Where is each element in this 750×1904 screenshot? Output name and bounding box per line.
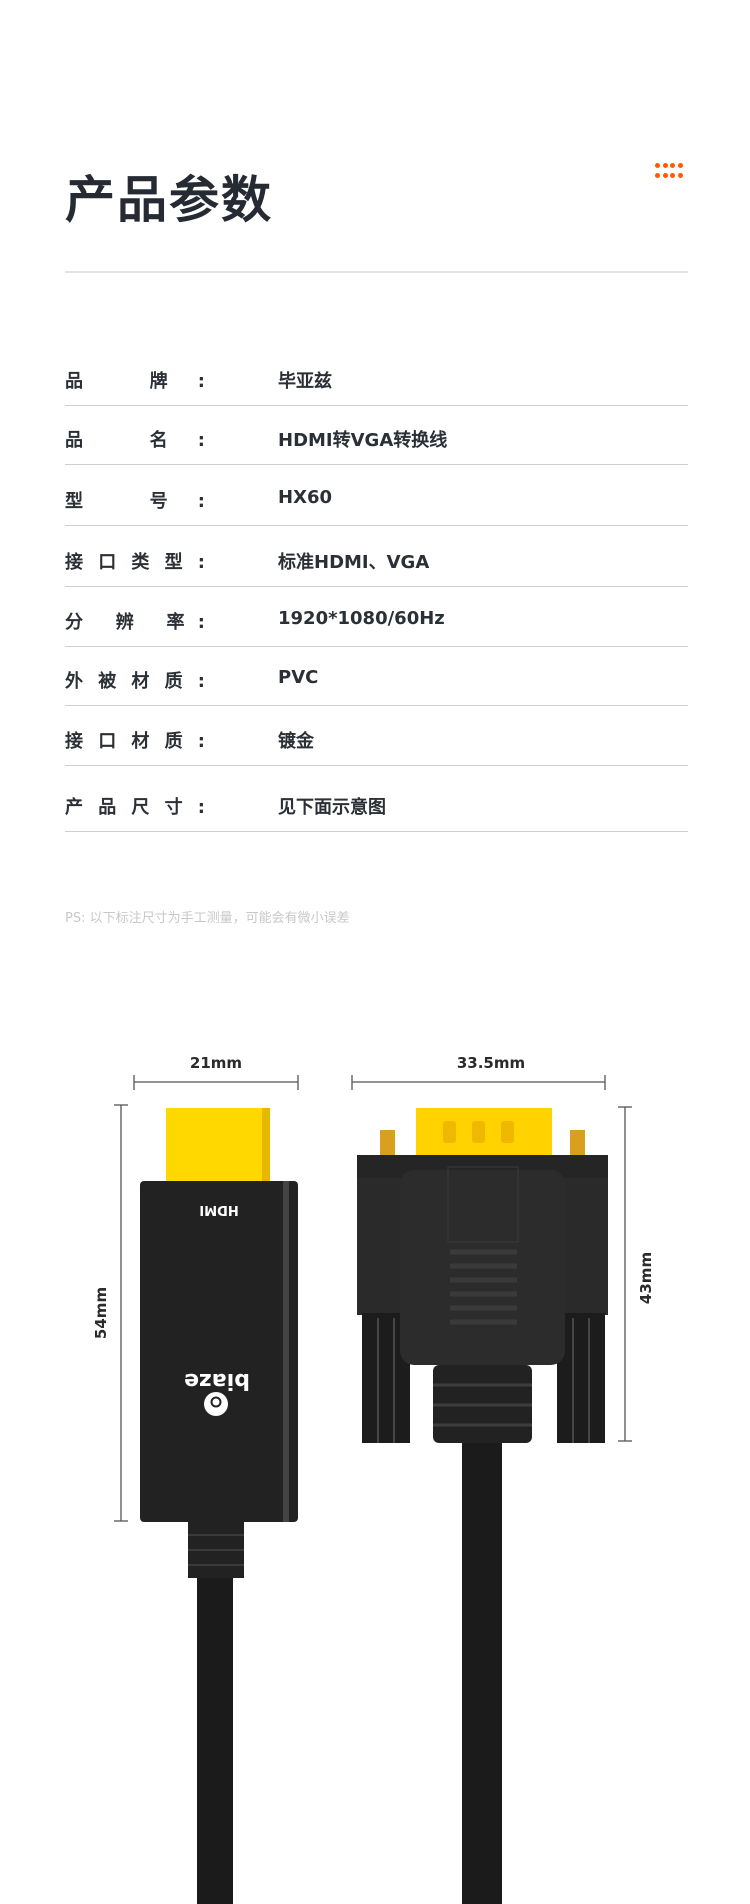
hdmi-connector: HDMI biaze [140, 1108, 298, 1904]
divider [65, 271, 688, 273]
spec-value: 毕亚兹 [278, 371, 332, 392]
spec-label: 品 牌: [65, 371, 236, 392]
spec-row-jacket: 外被材质: PVC [65, 667, 688, 709]
spec-row-connector-material: 接口材质: 镀金 [65, 731, 688, 769]
spec-value: 镀金 [278, 731, 314, 752]
spec-value: 标准HDMI、VGA [278, 552, 430, 573]
row-divider [65, 525, 688, 526]
spec-row-name: 品 名: HDMI转VGA转换线 [65, 430, 688, 468]
spec-row-resolution: 分 辨 率: 1920*1080/60Hz [65, 608, 688, 650]
row-divider [65, 646, 688, 647]
row-divider [65, 464, 688, 465]
spec-label: 型 号: [65, 491, 236, 512]
spec-label: 产品尺寸: [65, 797, 221, 818]
vga-width-label: 33.5mm [457, 1054, 525, 1072]
spec-value: 1920*1080/60Hz [278, 608, 445, 629]
spec-value: 见下面示意图 [278, 797, 386, 818]
dots-decoration-icon [655, 163, 685, 179]
spec-value: PVC [278, 667, 319, 688]
row-divider [65, 586, 688, 587]
measurement-note: PS: 以下标注尺寸为手工测量，可能会有微小误差 [65, 911, 350, 926]
vga-height-label: 43mm [637, 1252, 655, 1304]
spec-label: 分 辨 率: [65, 612, 219, 633]
spec-row-model: 型 号: HX60 [65, 487, 688, 529]
spec-value: HX60 [278, 487, 332, 508]
spec-row-size: 产品尺寸: 见下面示意图 [65, 797, 688, 835]
vga-connector [357, 1108, 608, 1904]
spec-label: 外被材质: [65, 671, 221, 692]
hdmi-width-label: 21mm [190, 1054, 242, 1072]
hdmi-mark: HDMI [199, 1202, 238, 1217]
row-divider [65, 765, 688, 766]
brand-logo-icon [204, 1392, 228, 1416]
row-divider [65, 831, 688, 832]
spec-row-brand: 品 牌: 毕亚兹 [65, 371, 688, 409]
dimension-lines [114, 1075, 632, 1522]
spec-label: 接口类型: [65, 552, 221, 573]
spec-row-interface: 接口类型: 标准HDMI、VGA [65, 552, 688, 590]
spec-value: HDMI转VGA转换线 [278, 430, 448, 451]
brand-mark: biaze [184, 1368, 250, 1393]
hdmi-height-label: 54mm [92, 1287, 110, 1339]
row-divider [65, 405, 688, 406]
spec-label: 接口材质: [65, 731, 221, 752]
page-title: 产品参数 [65, 171, 273, 229]
row-divider [65, 705, 688, 706]
spec-label: 品 名: [65, 430, 236, 451]
